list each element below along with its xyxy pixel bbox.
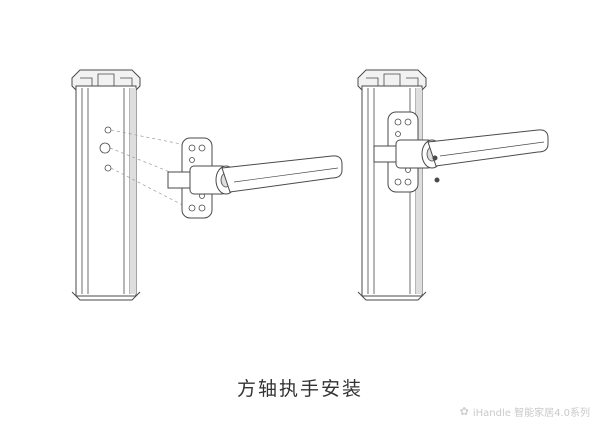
diagram-caption: 方轴执手安装 <box>236 378 363 400</box>
watermark-text: iHandle 智能家居4.0系列 <box>472 408 590 419</box>
profile-left <box>71 69 141 301</box>
wechat-icon: ✿ <box>459 405 469 418</box>
screw-markers <box>432 155 440 183</box>
handle-right <box>373 111 549 193</box>
handle-left <box>167 137 343 219</box>
watermark: ✿ iHandle 智能家居4.0系列 <box>460 404 590 419</box>
installation-diagram <box>71 69 549 301</box>
